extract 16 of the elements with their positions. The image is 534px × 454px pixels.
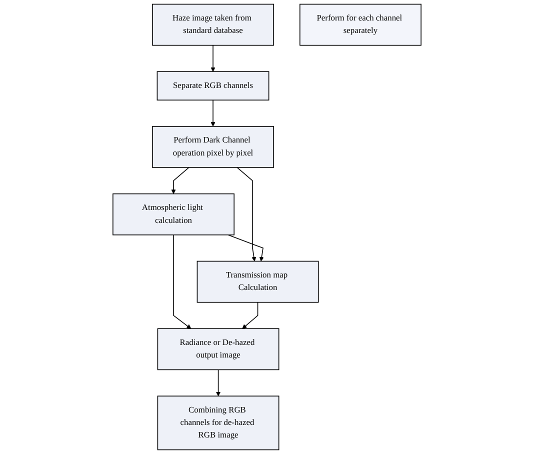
node-box: [152, 4, 274, 46]
node-box: [157, 396, 280, 450]
arrow: [216, 369, 221, 396]
arrow: [236, 167, 256, 262]
node-box: [152, 126, 274, 168]
node-box: [156, 71, 270, 100]
node-box: [112, 193, 234, 236]
arrow: [210, 100, 216, 127]
arrow: [228, 234, 264, 262]
node-box: [157, 328, 280, 370]
arrow: [173, 234, 192, 329]
node-box: [300, 4, 422, 46]
node-box: [196, 260, 319, 303]
arrow: [210, 44, 216, 72]
arrow: [242, 302, 258, 329]
arrow: [171, 167, 190, 194]
